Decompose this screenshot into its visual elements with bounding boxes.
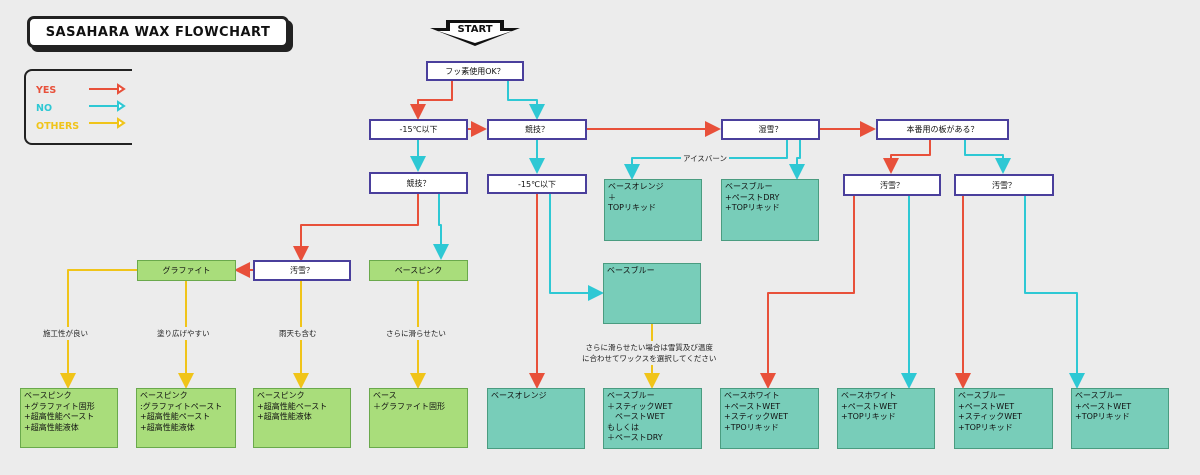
node-temp-left: -15℃以下 xyxy=(369,119,468,140)
result-blue-mid: ベースブルー xyxy=(603,263,701,324)
result-white-simple: ベースホワイト +ペーストWET +TOPリキッド xyxy=(837,388,935,449)
page-title: SASAHARA WAX FLOWCHART xyxy=(27,16,289,48)
start-arrow-icon xyxy=(430,20,520,46)
legend-no-label: NO xyxy=(36,103,53,114)
start-label: START xyxy=(457,24,493,35)
result-base-graphite: ベース ＋グラファイト固形 xyxy=(369,388,468,448)
edge-label-ice-burn: アイスバーン xyxy=(681,152,730,165)
node-temp-mid: -15℃以下 xyxy=(487,174,587,194)
result-orange-top: ベースオレンジ ＋ TOPリキッド xyxy=(604,179,702,241)
node-main-board: 本番用の板がある？ xyxy=(876,119,1009,140)
result-blue-full: ベースブルー +ペーストWET +スティックWET +TOPリキッド xyxy=(954,388,1053,449)
node-dirty-a: 汚雪？ xyxy=(843,174,941,196)
edge-label-slide-more: さらに滑らせたい xyxy=(384,327,448,340)
edge-label-easy-spread: 塗り広げやすい xyxy=(155,327,212,340)
node-race-left: 競技？ xyxy=(369,172,468,194)
edge-label-workability: 施工性が良い xyxy=(41,327,90,340)
node-graphite: グラファイト xyxy=(137,260,236,281)
result-white-full: ベースホワイト +ペーストWET +スティックWET +TPOリキッド xyxy=(720,388,819,449)
node-fluorine: フッ素使用OK？ xyxy=(426,61,524,81)
node-race-mid: 競技？ xyxy=(487,119,587,140)
node-dirty-left: 汚雪？ xyxy=(253,260,351,281)
result-pink-graphite-paste: ベースピンク :グラファイトペースト +超高性能ペースト +超高性能液体 xyxy=(136,388,236,448)
node-snow-mid: 湿雪？ xyxy=(721,119,820,140)
result-pink-ultra: ベースピンク +超高性能ペースト +超高性能液体 xyxy=(253,388,351,448)
result-blue-dry: ベースブルー +ペーストDRY +TOPリキッド xyxy=(721,179,819,241)
result-orange-bottom: ベースオレンジ xyxy=(487,388,585,449)
node-base-pink: ベースピンク xyxy=(369,260,468,281)
result-blue-wet: ベースブルー ＋スティックWET ペーストWET もしくは ＋ペーストDRY xyxy=(603,388,702,449)
edge-label-rain: 雨天も含む xyxy=(277,327,319,340)
legend-yes-label: YES xyxy=(36,85,57,96)
edge-label-conditions: さらに滑らせたい場合は雪質及び温度 に合わせてワックスを選択してください xyxy=(580,341,719,365)
start-marker: START xyxy=(426,20,524,46)
legend-others-label: OTHERS xyxy=(36,121,80,132)
node-dirty-b: 汚雪？ xyxy=(954,174,1054,196)
legend: YES NO OTHERS xyxy=(24,69,132,145)
result-blue-simple: ベースブルー +ペーストWET +TOPリキッド xyxy=(1071,388,1169,449)
result-pink-graphite: ベースピンク +グラファイト固形 +超高性能ペースト +超高性能液体 xyxy=(20,388,118,448)
